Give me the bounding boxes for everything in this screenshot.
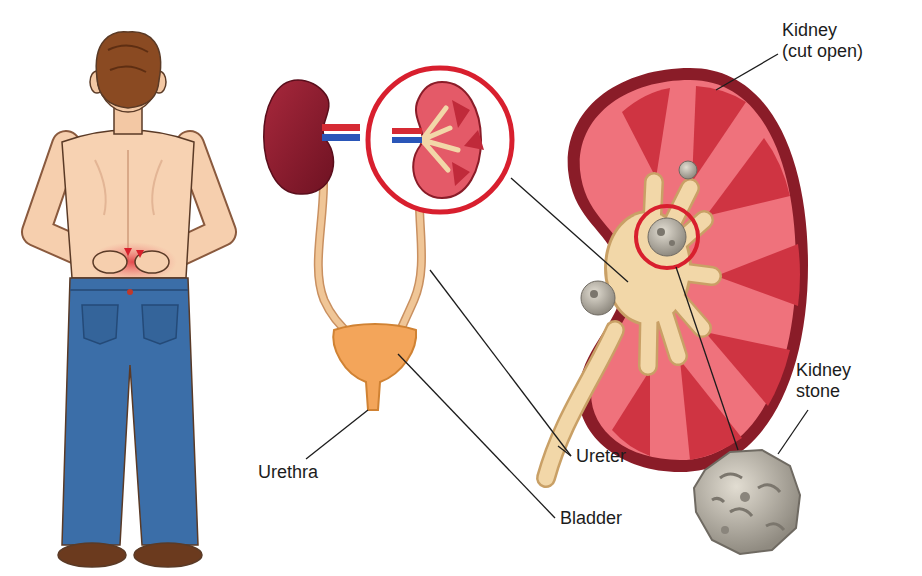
kidney-cross-section [546, 68, 808, 478]
leader-lines [306, 54, 808, 518]
part-label: Ureter [576, 446, 626, 467]
part-label: Kidney stone [796, 360, 866, 401]
part-label: Kidney (cut open) [782, 20, 868, 61]
part-label: Urethra [258, 462, 318, 483]
part-label: Bladder [560, 508, 622, 529]
kidney-stone-closeup [694, 450, 800, 554]
man-figure [36, 32, 222, 567]
urinary-system [264, 68, 512, 410]
